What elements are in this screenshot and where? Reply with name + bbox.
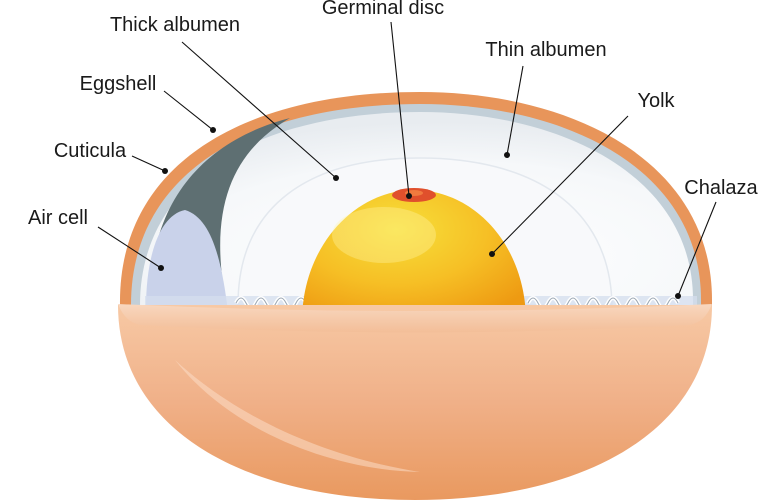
label-germinal-disc: Germinal disc bbox=[322, 0, 444, 19]
dot-chalaza bbox=[675, 293, 681, 299]
leader-germinal-disc bbox=[390, 21, 410, 197]
label-cuticula: Cuticula bbox=[54, 140, 127, 162]
leader-eggshell bbox=[163, 90, 214, 131]
dot-yolk bbox=[489, 251, 495, 257]
leader-chalaza bbox=[677, 201, 717, 297]
label-air-cell: Air cell bbox=[28, 207, 88, 229]
leader-thick-albumen bbox=[181, 41, 337, 179]
eggshell-bowl bbox=[118, 305, 712, 500]
leader-cuticula bbox=[131, 155, 166, 172]
label-yolk: Yolk bbox=[637, 90, 675, 112]
eggshell-cut-rim bbox=[118, 304, 712, 333]
leader-thin-albumen bbox=[506, 65, 524, 156]
label-thick-albumen: Thick albumen bbox=[110, 14, 240, 36]
air-cell bbox=[146, 210, 228, 312]
label-eggshell: Eggshell bbox=[80, 73, 157, 95]
label-chalaza: Chalaza bbox=[684, 177, 758, 199]
leader-yolk bbox=[491, 115, 629, 255]
dot-germinal-disc bbox=[406, 193, 412, 199]
yolk-highlight bbox=[332, 207, 436, 263]
dot-thick-albumen bbox=[333, 175, 339, 181]
leader-air-cell bbox=[97, 226, 162, 269]
dot-eggshell bbox=[210, 127, 216, 133]
yolk bbox=[302, 190, 526, 322]
dot-air-cell bbox=[158, 265, 164, 271]
label-thin-albumen: Thin albumen bbox=[485, 39, 606, 61]
dot-thin-albumen bbox=[504, 152, 510, 158]
dot-cuticula bbox=[162, 168, 168, 174]
